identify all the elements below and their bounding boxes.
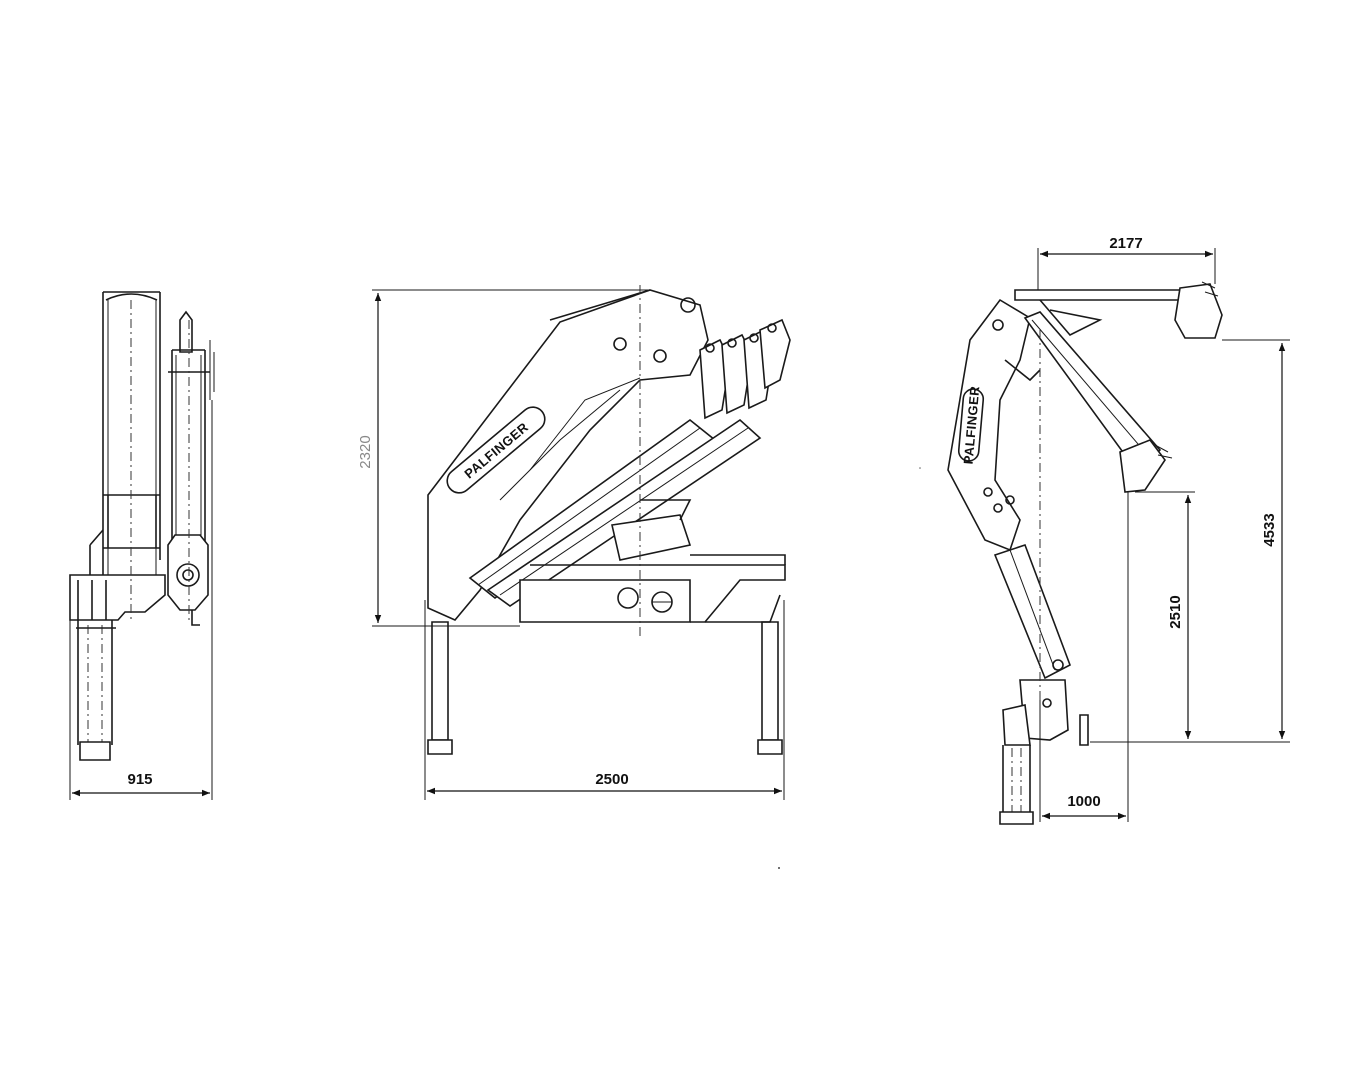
dimension-reach-height-total: 4533 xyxy=(1261,343,1286,739)
side-view xyxy=(69,291,215,800)
dimension-reach-horizontal: 2177 xyxy=(1040,235,1213,258)
dim-label-2510: 2510 xyxy=(1167,595,1184,628)
dim-label-915: 915 xyxy=(127,771,152,788)
dim-label-2177: 2177 xyxy=(1109,235,1142,252)
reach-view: PALFINGER xyxy=(947,248,1290,825)
dimension-base-offset: 1000 xyxy=(1042,793,1126,820)
front-view: PALFINGER xyxy=(372,285,791,800)
dimension-side-width: 915 xyxy=(72,771,210,797)
dimension-front-width: 2500 xyxy=(427,771,782,795)
dim-label-4533: 4533 xyxy=(1261,513,1278,546)
speck-mark xyxy=(778,867,780,869)
dim-label-2500: 2500 xyxy=(595,771,628,788)
right-palfinger-logo: PALFINGER xyxy=(961,385,983,465)
speck-mark xyxy=(919,467,921,469)
dimension-reach-height-tip: 2510 xyxy=(1167,495,1192,739)
dim-label-1000: 1000 xyxy=(1067,793,1100,810)
dimension-front-height: 2320 xyxy=(357,293,382,623)
dim-label-2320: 2320 xyxy=(357,435,374,468)
